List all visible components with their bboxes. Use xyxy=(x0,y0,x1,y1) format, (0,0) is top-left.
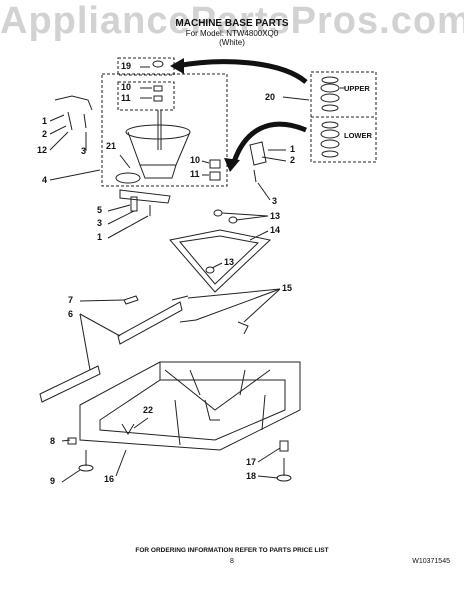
callout-13b: 13 xyxy=(224,257,235,267)
legend-lower: LOWER xyxy=(344,131,372,140)
callout-19: 19 xyxy=(121,61,132,71)
callout-3: 3 xyxy=(81,146,87,156)
callout-14: 14 xyxy=(270,225,281,235)
part19-box xyxy=(117,57,175,76)
callout-7: 7 xyxy=(68,295,74,305)
callout-4: 4 xyxy=(42,175,48,185)
page-number: 8 xyxy=(230,558,234,565)
order-info: FOR ORDERING INFORMATION REFER TO PARTS … xyxy=(135,547,329,554)
callout-12: 12 xyxy=(37,145,48,155)
callout-10: 10 xyxy=(121,82,132,92)
callout-21: 21 xyxy=(106,141,117,151)
drive-assembly-box xyxy=(101,73,228,187)
callout-13: 13 xyxy=(270,211,281,221)
callout-16: 16 xyxy=(104,474,115,484)
legend-upper: UPPER xyxy=(344,84,370,93)
callout-10b: 10 xyxy=(190,155,201,165)
callout-2: 2 xyxy=(42,129,48,139)
callout-3c: 3 xyxy=(97,218,103,228)
callout-20: 20 xyxy=(265,92,276,102)
callout-22: 22 xyxy=(143,405,154,415)
part10-11-box xyxy=(117,81,175,111)
color-line: (White) xyxy=(219,38,245,47)
doc-number: W10371545 xyxy=(412,558,450,565)
callout-1: 1 xyxy=(42,116,48,126)
callout-8: 8 xyxy=(50,436,56,446)
callout-2b: 2 xyxy=(290,155,296,165)
callout-15: 15 xyxy=(282,283,293,293)
callout-6: 6 xyxy=(68,309,74,319)
callout-17: 17 xyxy=(246,457,257,467)
callout-18: 18 xyxy=(246,471,257,481)
page-title: MACHINE BASE PARTS xyxy=(175,18,289,29)
watermark: AppliancePartsPros.com xyxy=(0,0,464,42)
callout-1c: 1 xyxy=(97,232,103,242)
model-line: For Model: NTW4800XQ0 xyxy=(185,29,279,38)
callout-1b: 1 xyxy=(290,144,296,154)
callout-9: 9 xyxy=(50,476,56,486)
callout-11b: 11 xyxy=(190,169,200,179)
callout-11: 11 xyxy=(121,93,131,103)
callout-3b: 3 xyxy=(272,196,278,206)
callout-5: 5 xyxy=(97,205,103,215)
